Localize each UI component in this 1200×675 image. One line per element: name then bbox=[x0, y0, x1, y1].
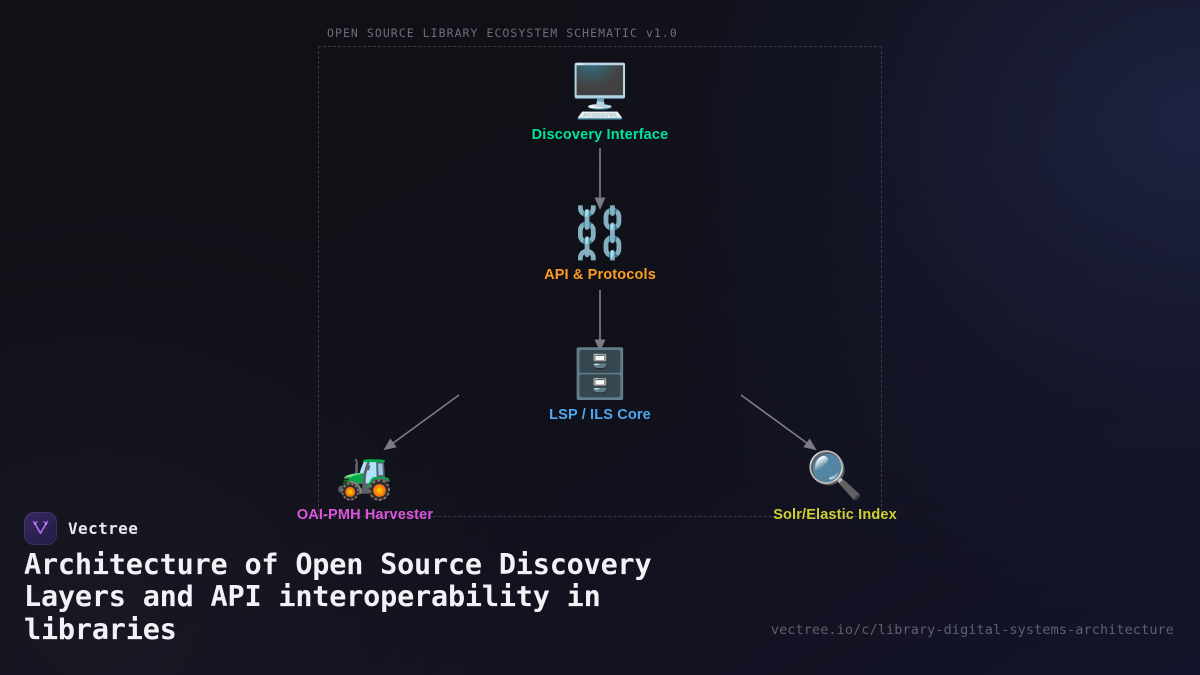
schematic-frame bbox=[318, 46, 882, 517]
schematic-node-discovery-interface[interactable]: 🖥️ Discovery Interface bbox=[532, 66, 669, 143]
schematic-node-label: Discovery Interface bbox=[531, 127, 669, 143]
vectree-branch-logo-icon bbox=[24, 512, 57, 545]
page-title: Architecture of Open Source Discovery La… bbox=[24, 548, 652, 646]
schematic-caption: OPEN SOURCE LIBRARY ECOSYSTEM SCHEMATIC … bbox=[327, 26, 678, 40]
share-url: vectree.io/c/library-digital-systems-arc… bbox=[770, 622, 1174, 638]
schematic-node-solr-elastic-index[interactable]: 🔍 Solr/Elastic Index bbox=[773, 452, 897, 523]
branch-glyph bbox=[32, 520, 49, 535]
schematic-node-label: OAI-PMH Harvester bbox=[296, 507, 434, 523]
chain-links-icon: ⛓️ bbox=[568, 204, 632, 262]
brand-name: Vectree bbox=[68, 519, 139, 538]
schematic-node-api-protocols[interactable]: ⛓️ API & Protocols bbox=[544, 208, 656, 283]
schematic-node-lsp-ils-core[interactable]: 🗄️ LSP / ILS Core bbox=[549, 350, 651, 423]
schematic-node-label: API & Protocols bbox=[544, 267, 656, 283]
desktop-computer-icon: 🖥️ bbox=[567, 62, 633, 122]
tractor-icon: 🚜 bbox=[336, 448, 394, 502]
schematic-node-label: LSP / ILS Core bbox=[549, 407, 651, 423]
schematic-node-label: Solr/Elastic Index bbox=[773, 507, 897, 523]
schematic-node-oai-pmh-harvester[interactable]: 🚜 OAI-PMH Harvester bbox=[297, 452, 433, 523]
file-cabinet-icon: 🗄️ bbox=[570, 346, 630, 402]
magnifying-glass-icon: 🔍 bbox=[806, 448, 864, 502]
brand-row[interactable]: Vectree bbox=[24, 512, 138, 545]
